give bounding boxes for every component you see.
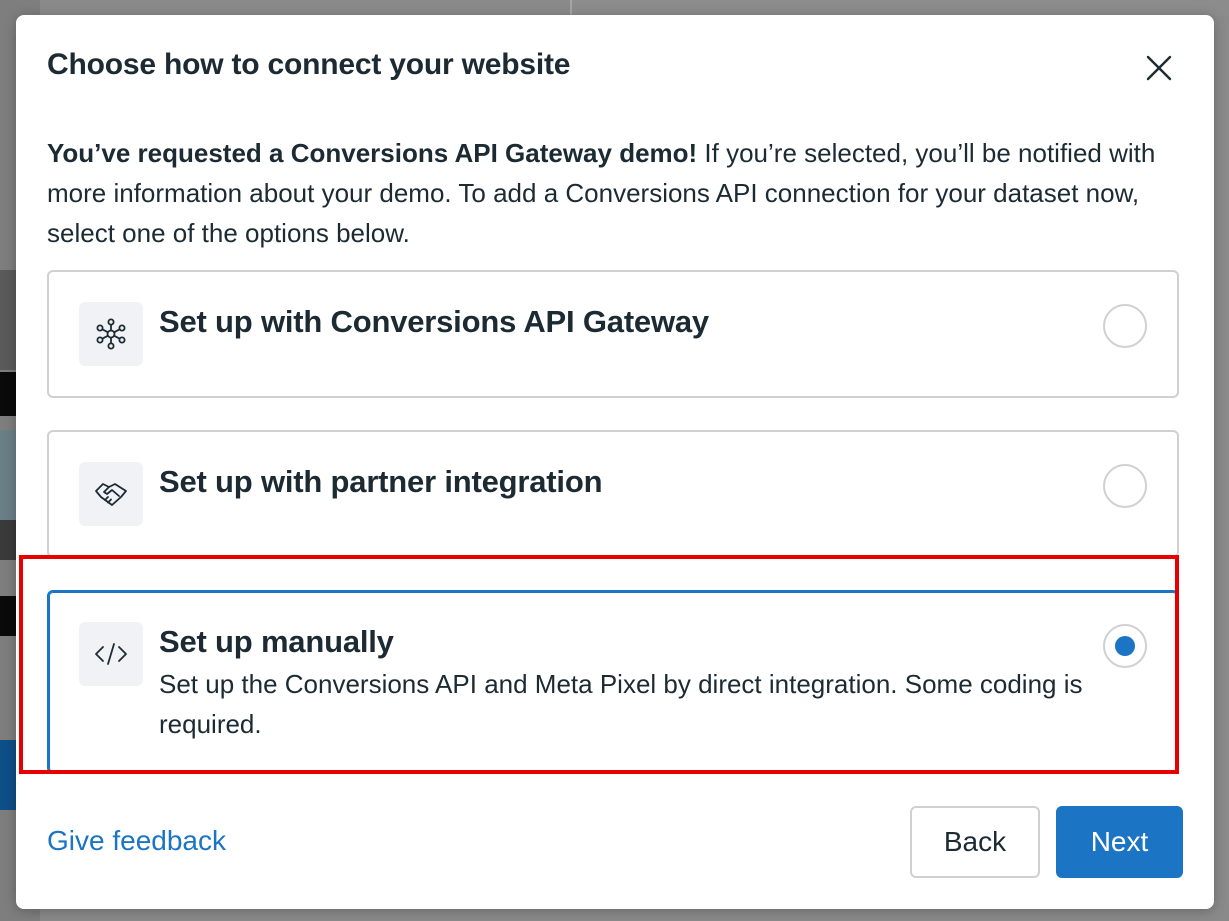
next-button[interactable]: Next: [1056, 806, 1183, 878]
option-conversions-api-gateway[interactable]: Set up with Conversions API Gateway: [47, 270, 1179, 398]
option-description: Set up the Conversions API and Meta Pixe…: [159, 669, 1083, 739]
option-radio-checked[interactable]: [1103, 624, 1147, 668]
option-title: Set up with partner integration: [159, 464, 603, 499]
option-radio[interactable]: [1103, 304, 1147, 348]
dialog-title: Choose how to connect your website: [47, 48, 571, 81]
close-button[interactable]: [1142, 51, 1176, 85]
option-title: Set up with Conversions API Gateway: [159, 304, 709, 339]
give-feedback-link[interactable]: Give feedback: [47, 825, 226, 856]
background-thumbnail: [0, 372, 16, 416]
back-button[interactable]: Back: [910, 806, 1040, 878]
connect-website-dialog: Choose how to connect your website You’v…: [16, 15, 1214, 909]
intro-text: You’ve requested a Conversions API Gatew…: [47, 133, 1177, 253]
background-thumbnail: [0, 270, 16, 370]
code-icon: [79, 622, 143, 686]
background-thumbnail: [0, 596, 16, 636]
close-icon: [1146, 55, 1172, 81]
background-button: [0, 740, 16, 810]
background-header: [572, 0, 1229, 16]
option-partner-integration[interactable]: Set up with partner integration: [47, 430, 1179, 558]
background-divider: [570, 0, 572, 16]
network-hub-icon: [79, 302, 143, 366]
intro-bold-text: You’ve requested a Conversions API Gatew…: [47, 138, 698, 168]
option-radio[interactable]: [1103, 464, 1147, 508]
option-set-up-manually[interactable]: Set up manually Set up the Conversions A…: [47, 590, 1179, 774]
intro-body-text: If you’re selected, you’ll be notified w…: [47, 138, 1156, 248]
radio-selected-dot: [1115, 636, 1135, 656]
option-title: Set up manually: [159, 624, 394, 659]
handshake-icon: [79, 462, 143, 526]
background-thumbnail: [0, 520, 16, 560]
background-thumbnail: [0, 430, 16, 520]
